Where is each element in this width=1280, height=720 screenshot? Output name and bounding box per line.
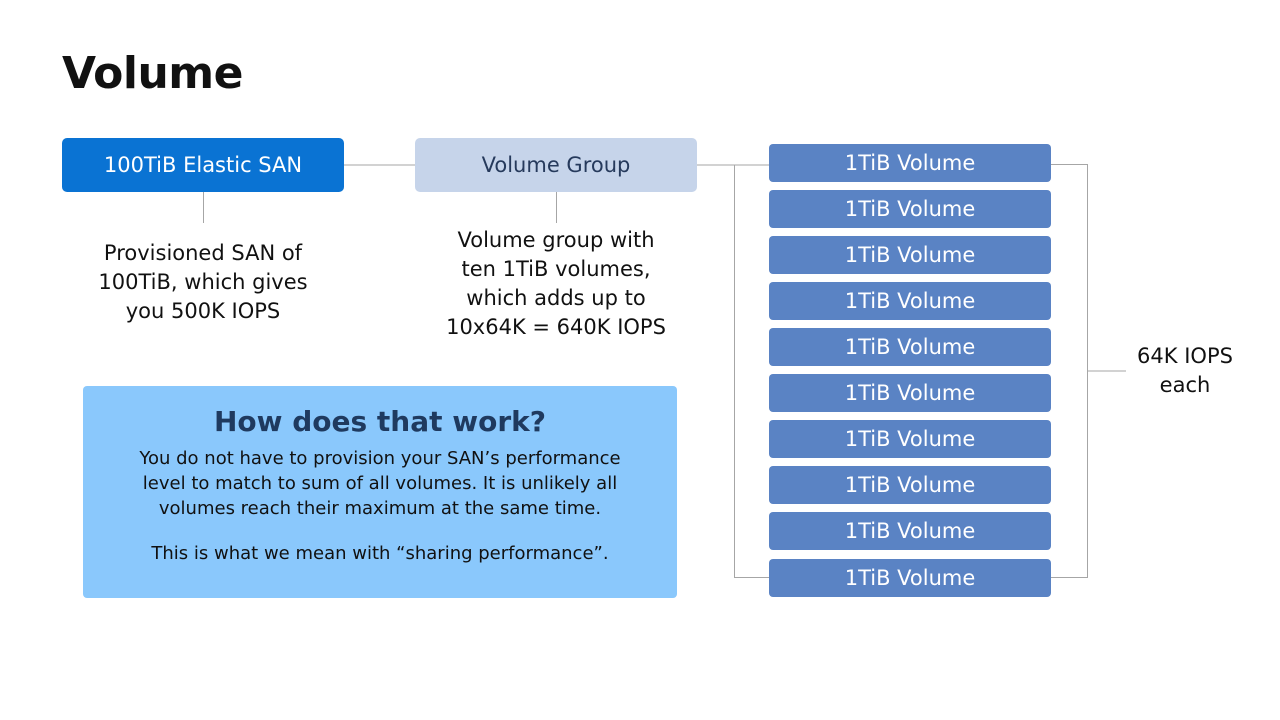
elastic-san-box: 100TiB Elastic SAN: [62, 138, 344, 192]
san-description-line: Provisioned SAN of: [103, 241, 303, 265]
volume-group-label: Volume Group: [481, 153, 631, 177]
volume-box-9: 1TiB Volume: [769, 512, 1051, 550]
volumes-left-bracket: [734, 164, 769, 578]
volume-box-6: 1TiB Volume: [769, 374, 1051, 412]
san-description-line: you 500K IOPS: [125, 299, 281, 323]
volume-box-10: 1TiB Volume: [769, 559, 1051, 597]
info-box-body: You do not have to provision your SAN’s …: [83, 446, 677, 521]
page-title: Volume: [62, 48, 243, 99]
volume-box-5: 1TiB Volume: [769, 328, 1051, 366]
iops-label-line: each: [1159, 373, 1211, 397]
volume-box-7: 1TiB Volume: [769, 420, 1051, 458]
iops-label-line: 64K IOPS: [1137, 344, 1233, 368]
volume-group-description: Volume group with ten 1TiB volumes, whic…: [415, 226, 697, 342]
volume-box-1: 1TiB Volume: [769, 144, 1051, 182]
san-description: Provisioned SAN of 100TiB, which gives y…: [62, 239, 344, 326]
san-description-line: 100TiB, which gives: [98, 270, 308, 294]
info-box-body-line: volumes reach their maximum at the same …: [158, 498, 602, 519]
volumes-right-bracket: [1051, 164, 1088, 578]
elastic-san-label: 100TiB Elastic SAN: [103, 153, 303, 177]
volume-group-box: Volume Group: [415, 138, 697, 192]
volume-group-description-line: which adds up to: [466, 286, 646, 310]
info-box-body-line: You do not have to provision your SAN’s …: [139, 448, 621, 469]
info-box: How does that work? You do not have to p…: [83, 386, 677, 598]
volume-group-description-line: Volume group with: [457, 228, 655, 252]
volume-box-8: 1TiB Volume: [769, 466, 1051, 504]
volume-box-4: 1TiB Volume: [769, 282, 1051, 320]
info-box-title: How does that work?: [213, 405, 547, 438]
volume-group-description-line: ten 1TiB volumes,: [461, 257, 651, 281]
info-box-note: This is what we mean with “sharing perfo…: [151, 543, 609, 564]
info-box-body-line: level to match to sum of all volumes. It…: [142, 473, 618, 494]
volume-box-2: 1TiB Volume: [769, 190, 1051, 228]
iops-each-label: 64K IOPS each: [1120, 342, 1250, 400]
volume-box-3: 1TiB Volume: [769, 236, 1051, 274]
volume-group-description-line: 10x64K = 640K IOPS: [446, 315, 666, 339]
